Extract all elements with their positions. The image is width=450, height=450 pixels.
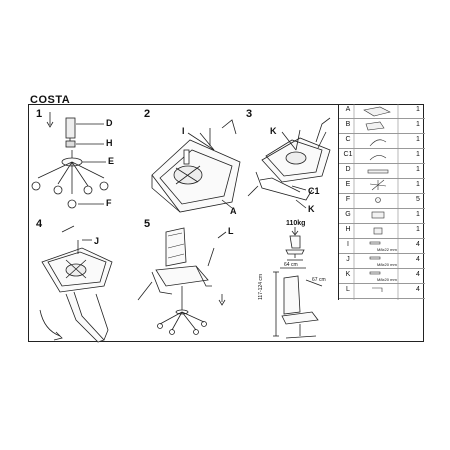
part-letter: C [345,136,351,143]
part-letter: K [345,271,351,278]
callout-i: I [182,126,185,136]
part-qty: 1 [416,166,420,173]
step-number-1: 1 [36,108,43,120]
parts-row-i: I M8x22 mm 4 [339,239,425,254]
allen-key-icon [372,287,383,292]
screw-icon [369,256,381,260]
parts-row-c: C 1 [339,134,425,149]
step4-backrest-drawing [39,225,113,343]
caster-icon [375,197,381,203]
parts-row-c1: C1 1 [339,149,425,164]
part-qty: 1 [416,121,420,128]
step-number-5: 5 [144,218,151,230]
part-qty: 4 [416,271,420,278]
part-qty: 4 [416,241,420,248]
callout-k-top: K [270,126,277,136]
parts-row-l: L 4 [339,284,425,299]
part-letter: G [345,211,351,218]
part-qty: 4 [416,256,420,263]
parts-table-grid [353,104,399,300]
parts-row-d: D 1 [339,164,425,179]
step2-seat-drawing [151,119,241,213]
part-qty: 1 [416,136,420,143]
parts-row-j: J M8x20 mm 4 [339,254,425,269]
part-letter: F [345,196,351,203]
part-qty: 1 [416,226,420,233]
parts-row-b: B 1 [339,119,425,134]
step1-base-drawing [31,112,109,209]
step3-armrests-drawing [247,117,331,209]
part-letter: H [345,226,351,233]
parts-row-a: A 1 [339,104,425,119]
part-letter: D [345,166,351,173]
callout-k-bottom: K [308,204,315,214]
part-qty: 1 [416,211,420,218]
part-size: M8x20 mm [377,262,397,267]
callout-d: D [106,118,113,128]
screw-icon [369,271,381,275]
part-letter: B [345,121,351,128]
parts-row-k: K M8x20 mm 4 [339,269,425,284]
callout-a: A [230,206,237,216]
backrest-icon [365,121,385,131]
callout-c1: C1 [308,186,320,196]
step5-chair-drawing [137,227,227,335]
callout-f: F [106,198,112,208]
callout-e: E [108,156,115,166]
part-size: M8x20 mm [377,277,397,282]
part-letter: A [345,106,351,113]
step-number-2: 2 [144,108,151,120]
weight-limit: 110kg [286,220,306,227]
star-base-icon [369,179,387,191]
parts-row-e: E 1 [339,179,425,194]
armrest-icon [369,155,387,161]
callout-j: J [94,236,100,246]
part-size: M8x22 mm [377,247,397,252]
step-number-4: 4 [36,218,43,230]
parts-row-f: F 5 [339,194,425,209]
armrest-icon [369,139,387,147]
parts-list-table: A 1 B 1 C 1 C1 1 D 1 E 1 F 5 G 1 H 1 I M… [338,104,425,300]
seat-icon [363,106,391,117]
step-number-3: 3 [246,108,253,120]
seat-width-dimension: 64 cm [284,262,298,268]
screw-icon [369,241,381,245]
parts-row-h: H 1 [339,224,425,239]
dimension-drawing [273,227,323,339]
part-qty: 1 [416,151,420,158]
part-letter: L [346,286,350,293]
part-qty: 5 [416,196,420,203]
part-letter: C1 [343,151,353,158]
part-qty: 1 [416,181,420,188]
gas-lift-icon [367,169,389,174]
model-title: COSTA [30,94,71,106]
parts-row-g: G 1 [339,209,425,224]
part-letter: I [347,241,349,248]
callout-l: L [228,226,234,236]
part-qty: 1 [416,106,420,113]
part-letter: E [345,181,351,188]
mechanism-icon [371,211,385,219]
part-qty: 4 [416,286,420,293]
cover-icon [373,227,383,235]
part-letter: J [346,256,350,263]
callout-h: H [106,138,113,148]
depth-dimension: 67 cm [312,277,326,283]
